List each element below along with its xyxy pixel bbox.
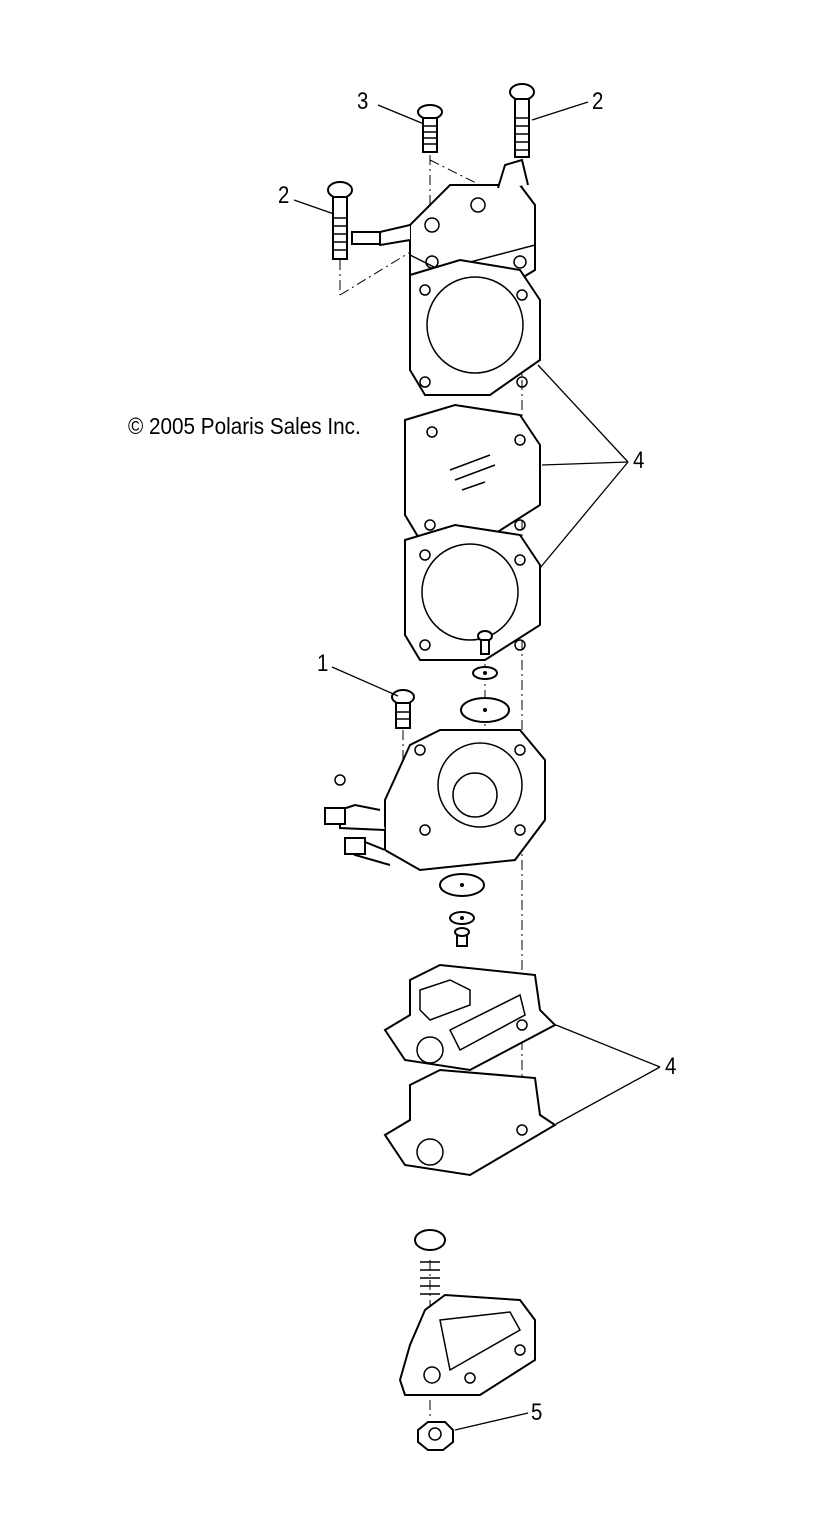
hex-gasket-2 xyxy=(404,523,541,661)
callout-4-upper: 4 xyxy=(633,447,645,474)
check-valve-spring xyxy=(414,1229,446,1295)
screw-2-right xyxy=(509,83,535,158)
screw-1 xyxy=(391,689,415,729)
lower-gasket-1 xyxy=(383,963,557,1072)
leader-lines xyxy=(293,101,661,1431)
pump-base xyxy=(398,1293,536,1396)
callout-1: 1 xyxy=(317,650,329,677)
callout-2-right: 2 xyxy=(592,88,604,115)
lower-gasket-2 xyxy=(383,1068,557,1177)
hex-gasket-1 xyxy=(409,258,541,396)
screw-3 xyxy=(417,104,443,153)
callout-3: 3 xyxy=(357,88,369,115)
callout-4-lower: 4 xyxy=(665,1053,677,1080)
callout-5: 5 xyxy=(531,1399,543,1426)
nut-5 xyxy=(417,1421,454,1451)
callout-2-left: 2 xyxy=(278,182,290,209)
pump-body xyxy=(324,729,546,872)
copyright-notice: © 2005 Polaris Sales Inc. xyxy=(128,413,361,439)
valve-parts-lower xyxy=(439,873,485,947)
valve-screw-upper xyxy=(460,630,510,723)
diaphragm xyxy=(404,403,541,541)
screw-2-left xyxy=(327,181,353,260)
